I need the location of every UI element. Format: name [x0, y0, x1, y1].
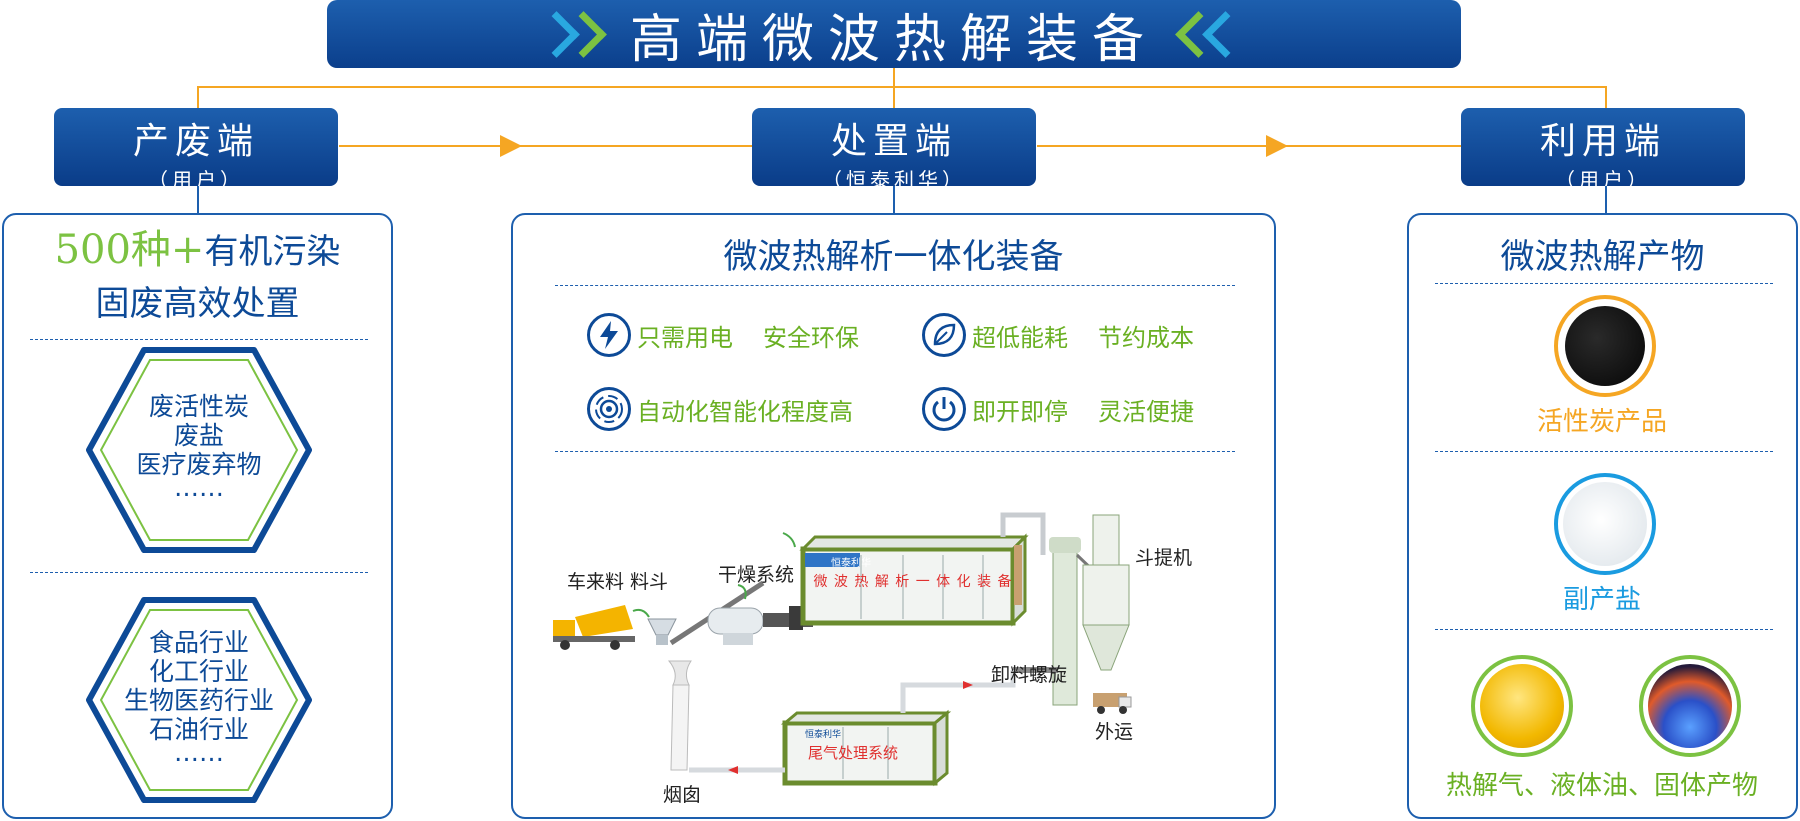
highlight-count: 500种+ [54, 227, 205, 273]
label-feed-hopper: 车来料 料斗 [567, 571, 669, 593]
oil-droplet [1480, 664, 1564, 748]
product-carbon: 活性炭产品 [1536, 407, 1667, 437]
stage-subtitle: （用户） [148, 168, 244, 192]
list-item: 生物医药行业 [123, 686, 274, 715]
product-pyrolysis: 热解气、液体油、固体产物 [1445, 771, 1758, 801]
connector [197, 186, 199, 213]
flow-line [1037, 145, 1461, 147]
waste-type-list: 废活性炭 废盐 医疗废弃物 …… [84, 392, 314, 502]
signal-icon [587, 387, 631, 431]
connector [197, 86, 1607, 88]
power-icon [922, 387, 966, 431]
hexagon-industries [86, 597, 312, 803]
stage-title: 产废端 [132, 121, 259, 162]
carbon-powder [1565, 306, 1645, 386]
list-item: 石油行业 [148, 715, 249, 744]
title-banner: 高端微波热解装备 [327, 0, 1461, 70]
stage-disposal: 处置端 （恒泰利华） [752, 108, 1036, 192]
chevron-right-icon [533, 10, 607, 58]
feature-text: 超低能耗 [972, 323, 1068, 352]
gas-flame [1648, 664, 1732, 748]
label-dryer: 干燥系统 [718, 564, 795, 586]
label-gas-treatment: 尾气处理系统 [808, 744, 899, 762]
salt-image [1554, 473, 1656, 575]
flow-line [339, 145, 752, 147]
list-item: 食品行业 [148, 628, 249, 657]
stage-utilization: 利用端 （用户） [1461, 108, 1745, 192]
label-main-unit: 微 波 热 解 析 一 体 化 装 备 [813, 574, 1013, 590]
divider [1435, 451, 1773, 452]
connector [893, 68, 895, 108]
list-item: 医疗废弃物 [136, 450, 262, 479]
feature-text: 只需用电 [637, 323, 733, 352]
feature-electric: 只需用电 安全环保 [587, 313, 859, 357]
producer-heading: 500种+有机污染 固废高效处置 [4, 227, 391, 333]
stage-producer: 产废端 （用户） [54, 108, 338, 192]
logo-text: 恒泰利华 [805, 730, 842, 740]
list-item: …… [174, 738, 224, 767]
feature-text: 灵活便捷 [1098, 397, 1194, 426]
connector [1605, 86, 1607, 108]
leaf-icon [922, 313, 966, 357]
stage-title: 利用端 [1539, 121, 1666, 162]
logo-text: 恒泰利华 [831, 558, 871, 569]
chevron-left-icon [1175, 10, 1249, 58]
list-item: 废活性炭 [148, 392, 249, 421]
divider [30, 339, 368, 340]
arrow-right-icon [1266, 135, 1288, 157]
connector [893, 186, 895, 213]
process-diagram [553, 512, 1132, 787]
producer-title-2: 固废高效处置 [95, 284, 300, 324]
product-salt: 副产盐 [1562, 585, 1641, 615]
label-chimney: 烟囱 [663, 784, 702, 806]
producer-panel: 500种+有机污染 固废高效处置 废活性炭 废盐 医疗废弃物 …… 食品行业 化… [2, 213, 393, 819]
arrow-right-icon [500, 135, 522, 157]
feature-energy: 超低能耗 节约成本 [922, 313, 1194, 357]
feature-automation: 自动化智能化程度高 [587, 387, 853, 431]
list-item: 废盐 [173, 421, 224, 450]
oil-image [1471, 655, 1573, 757]
stage-subtitle: （恒泰利华） [822, 168, 966, 192]
list-item: 化工行业 [148, 657, 249, 686]
connector [1605, 186, 1607, 213]
gas-flame-image [1639, 655, 1741, 757]
label-screw: 卸料螺旋 [991, 664, 1068, 686]
divider [555, 451, 1235, 452]
banner-title: 高端微波热解装备 [629, 9, 1158, 70]
industry-list: 食品行业 化工行业 生物医药行业 石油行业 …… [84, 628, 314, 767]
divider [30, 572, 368, 573]
feature-text: 即开即停 [972, 397, 1068, 426]
utilization-title: 微波热解产物 [1500, 237, 1705, 277]
divider [1435, 283, 1773, 284]
divider [555, 285, 1235, 286]
stage-title: 处置端 [830, 121, 957, 162]
feature-text: 自动化智能化程度高 [637, 397, 853, 426]
hexagon-waste-types [86, 347, 312, 553]
producer-title-1: 有机污染 [204, 232, 341, 272]
utilization-panel: 微波热解产物 活性炭产品 副产盐 热解气、液体油、固体产物 [1407, 213, 1798, 819]
stage-subtitle: （用户） [1555, 168, 1651, 192]
truck-icon [553, 605, 635, 650]
feature-text: 节约成本 [1098, 323, 1194, 352]
salt-crystals [1563, 482, 1647, 566]
lightning-icon [587, 313, 631, 357]
label-transport: 外运 [1095, 721, 1134, 743]
feature-startstop: 即开即停 灵活便捷 [922, 387, 1194, 431]
divider [1435, 629, 1773, 630]
label-elevator: 斗提机 [1135, 547, 1193, 569]
list-item: …… [174, 473, 224, 502]
disposal-title: 微波热解析一体化装备 [723, 237, 1064, 277]
activated-carbon-image [1554, 295, 1656, 397]
feature-text: 安全环保 [763, 323, 859, 352]
connector [197, 86, 199, 108]
disposal-panel: 微波热解析一体化装备 只需用电 安全环保 超低能耗 节约成本 自动化智能化程度高 即… [511, 213, 1276, 819]
